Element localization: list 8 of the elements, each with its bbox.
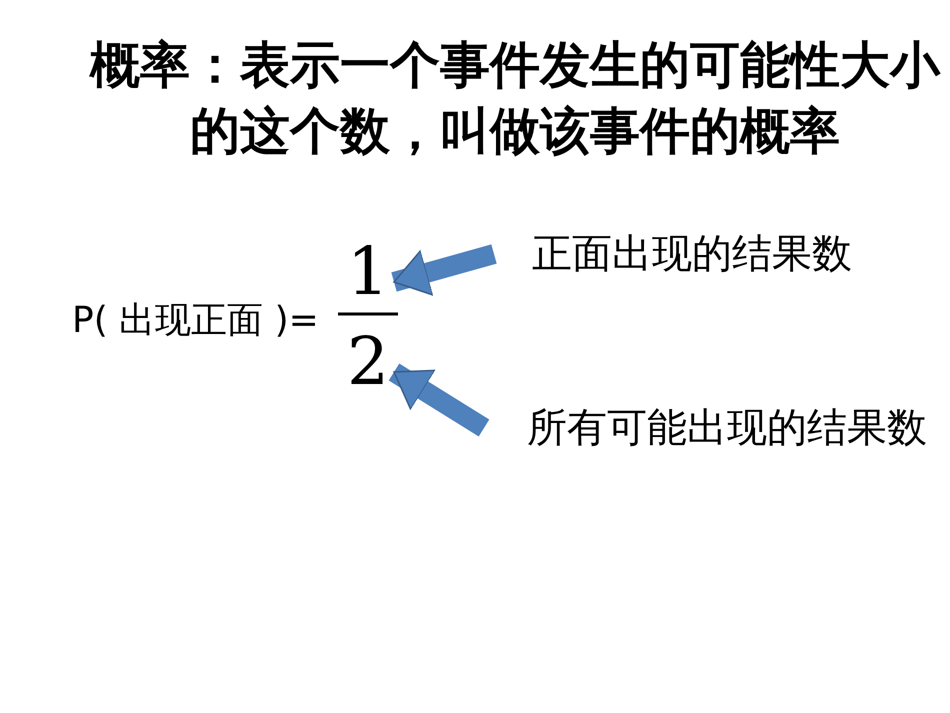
annotation-text: 所有可能出现的结果数 bbox=[512, 402, 942, 454]
block-arrow bbox=[388, 364, 490, 436]
denominator: 2 bbox=[346, 328, 390, 396]
title: 概率：表示一个事件发生的可能性大小的这个数，叫做该事件的概率 bbox=[88, 35, 942, 162]
numerator: 1 bbox=[346, 238, 390, 306]
formula-label: P( 出现正面 )= bbox=[72, 299, 319, 343]
block-arrow bbox=[391, 244, 497, 296]
annotation-text: 正面出现的结果数 bbox=[522, 228, 862, 280]
